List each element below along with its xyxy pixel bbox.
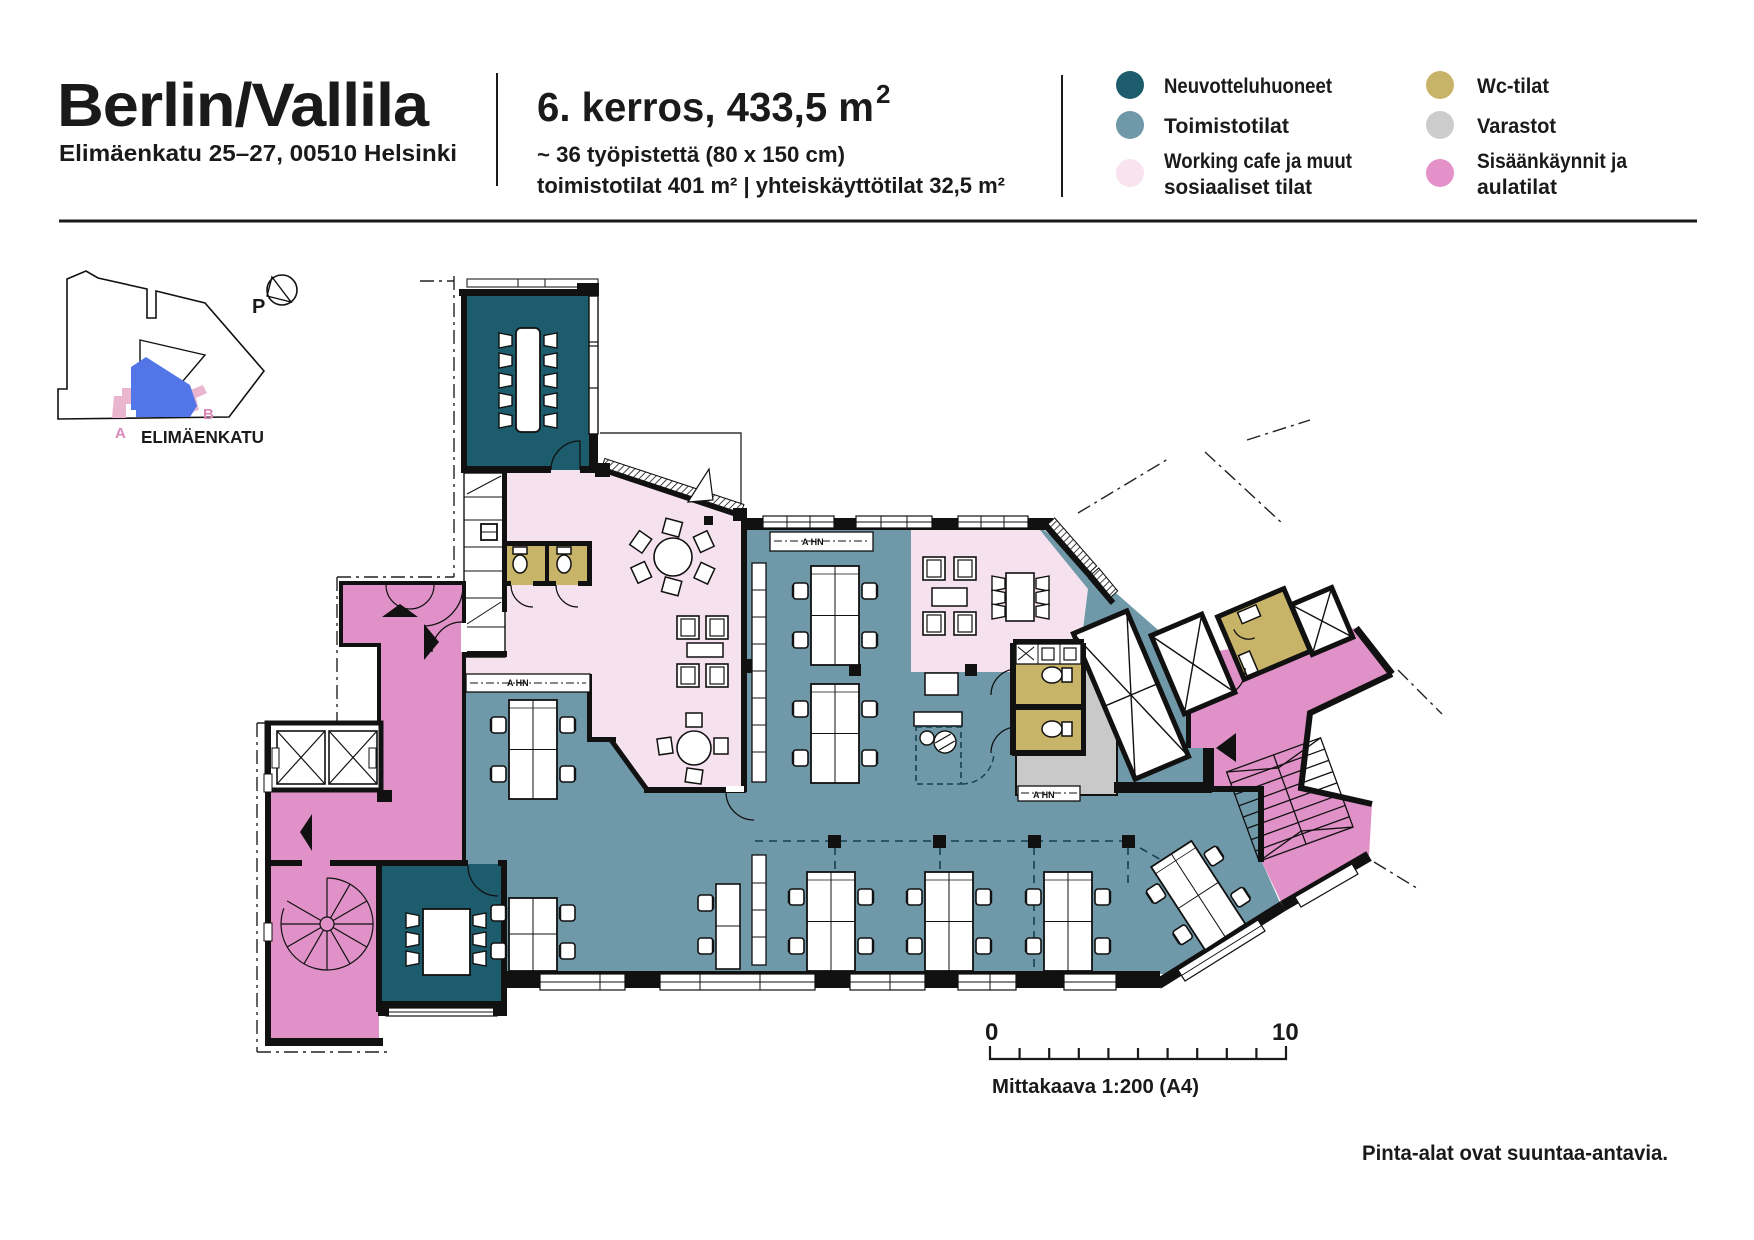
svg-text:A HN: A HN (802, 537, 824, 547)
svg-text:Elimäenkatu 25–27, 00510 Helsi: Elimäenkatu 25–27, 00510 Helsinki (59, 140, 457, 166)
svg-text:A HN: A HN (1033, 790, 1055, 800)
svg-text:Working cafe ja muut: Working cafe ja muut (1164, 150, 1352, 173)
svg-text:Toimistotilat: Toimistotilat (1164, 115, 1289, 138)
svg-text:~ 36 työpistettä (80 x 150 cm): ~ 36 työpistettä (80 x 150 cm) (537, 142, 845, 167)
svg-text:Neuvotteluhuoneet: Neuvotteluhuoneet (1164, 75, 1332, 98)
svg-text:sosiaaliset tilat: sosiaaliset tilat (1164, 176, 1312, 199)
svg-text:aulatilat: aulatilat (1477, 176, 1557, 199)
svg-text:toimistotilat 401 m² | yhteisk: toimistotilat 401 m² | yhteiskäyttötilat… (537, 173, 1005, 198)
svg-text:Wc-tilat: Wc-tilat (1477, 75, 1549, 98)
svg-text:Berlin/Vallila: Berlin/Vallila (57, 71, 430, 139)
svg-text:6. kerros, 433,5 m: 6. kerros, 433,5 m (537, 84, 874, 130)
svg-text:0: 0 (985, 1019, 998, 1046)
svg-text:Sisäänkäynnit ja: Sisäänkäynnit ja (1477, 150, 1627, 173)
svg-text:Mittakaava 1:200 (A4): Mittakaava 1:200 (A4) (992, 1076, 1199, 1098)
svg-text:2: 2 (876, 79, 890, 109)
svg-text:A HN: A HN (507, 678, 529, 688)
svg-text:P: P (252, 296, 265, 318)
svg-text:Pinta-alat ovat suuntaa-antavi: Pinta-alat ovat suuntaa-antavia. (1362, 1142, 1668, 1165)
svg-text:B: B (203, 406, 214, 423)
svg-text:10: 10 (1272, 1019, 1299, 1046)
svg-text:ELIMÄENKATU: ELIMÄENKATU (141, 427, 264, 447)
svg-text:Varastot: Varastot (1477, 115, 1556, 138)
svg-text:A: A (115, 425, 126, 442)
